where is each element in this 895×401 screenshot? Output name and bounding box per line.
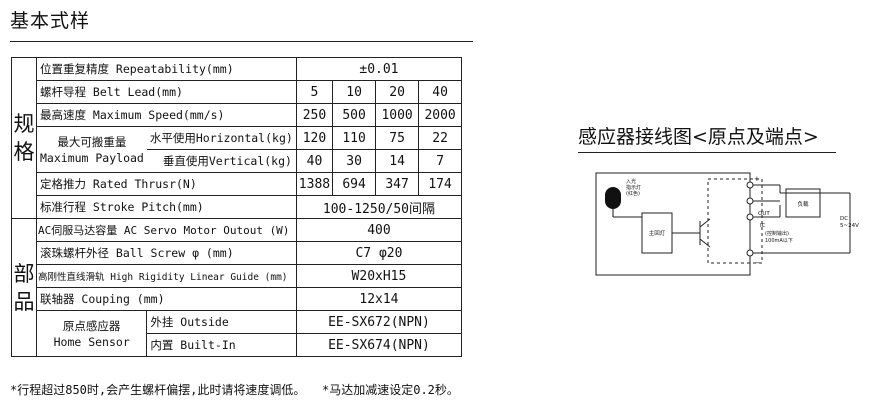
screw-value: C7 φ20 <box>295 241 463 265</box>
motor-value: 400 <box>295 218 463 242</box>
guide-value: W20xH15 <box>295 264 463 288</box>
note-stroke: *行程超过850时,会产生螺杆偏摆,此时请将速度调低。 <box>10 383 306 397</box>
out-label: OUT <box>758 211 770 217</box>
thrust-value: 347 <box>375 172 420 196</box>
table-row: 规 格 位置重复精度 Repeatability(mm) ±0.01 <box>11 57 463 219</box>
page-title: 基本式样 <box>10 10 91 32</box>
table-row: 高刚性直线滑轨 High Rigidity Linear Guide (mm) … <box>12 264 463 288</box>
main-circuit-label: 主回灯 <box>649 229 666 237</box>
repeatability-value: ±0.01 <box>295 57 463 81</box>
terminals <box>746 181 754 257</box>
horizontal-value: 110 <box>332 126 377 150</box>
load-box <box>785 188 821 218</box>
vertical-value: 30 <box>332 149 377 173</box>
speed-value: 500 <box>332 103 377 127</box>
table-row: 定格推力 Rated Thrusr(N) 1388 694 347 174 <box>12 172 463 196</box>
stroke-value: 100-1250/50间隔 <box>295 195 463 219</box>
load-label: 负载 <box>797 200 809 208</box>
control-output-label: (控制输出)100mA以下 <box>765 230 793 244</box>
table-row: 联轴器 Couping (mm) 12x14 <box>12 287 463 311</box>
outside-value: EE-SX672(NPN) <box>295 310 463 334</box>
outside-label: 外挂 Outside <box>146 310 297 334</box>
table-row: 最大可搬重量 Maximum Payload 水平使用Horizontal(kg… <box>12 126 463 173</box>
dashed-frame <box>707 178 763 264</box>
speed-value: 250 <box>295 103 334 127</box>
vertical-value: 7 <box>418 149 463 173</box>
builtin-value: EE-SX674(NPN) <box>295 333 463 357</box>
table-row: 滚珠螺杆外径 Ball Screw φ (mm) C7 φ20 <box>12 241 463 265</box>
table-row: 标准行程 Stroke Pitch(mm) 100-1250/50间隔 <box>12 195 463 219</box>
horizontal-label: 水平使用Horizontal(kg) <box>146 126 297 150</box>
motor-label: AC伺服马达容量 AC Servo Motor Outout (W) <box>36 218 297 242</box>
horizontal-value: 75 <box>375 126 420 150</box>
lead-value: 5 <box>295 80 334 104</box>
lead-label: 螺杆导程 Belt Lead(mm) <box>36 80 297 104</box>
coupling-value: 12x14 <box>295 287 463 311</box>
horizontal-value: 22 <box>418 126 463 150</box>
wiring-title: 感应器接线图<原点及端点> <box>578 126 819 148</box>
speed-label: 最高速度 Maximum Speed(mm/s) <box>36 103 297 127</box>
ic-label: IC <box>760 223 766 229</box>
category-spec: 规 格 <box>11 57 37 219</box>
thrust-label: 定格推力 Rated Thrusr(N) <box>36 172 297 196</box>
note-accel: *马达加减速设定0.2秒。 <box>322 383 459 397</box>
table-row: 部 品 AC伺服马达容量 AC Servo Motor Outout (W) 4… <box>11 218 463 357</box>
vertical-value: 40 <box>295 149 334 173</box>
table-row: 最高速度 Maximum Speed(mm/s) 250 500 1000 20… <box>12 103 463 127</box>
spec-table: 规 格 位置重复精度 Repeatability(mm) ±0.01 螺杆导程 … <box>11 57 463 357</box>
vertical-label: 垂直使用Vertical(kg) <box>146 149 297 173</box>
plus-mark: + <box>754 175 760 183</box>
thrust-value: 174 <box>418 172 463 196</box>
wires <box>613 184 851 254</box>
horizontal-value: 120 <box>295 126 334 150</box>
sensor-frame <box>595 172 751 276</box>
thrust-value: 694 <box>332 172 377 196</box>
wiring-diagram: 入光指示灯(红色) 主回灯 负载 OUT IC (控制输出)100mA以下 DC… <box>595 172 859 276</box>
coupling-label: 联轴器 Couping (mm) <box>36 287 297 311</box>
indicator-lamp <box>605 187 621 217</box>
lead-value: 40 <box>418 80 463 104</box>
repeatability-label: 位置重复精度 Repeatability(mm) <box>36 57 297 81</box>
speed-value: 2000 <box>418 103 463 127</box>
guide-label: 高刚性直线滑轨 High Rigidity Linear Guide (mm) <box>36 264 297 288</box>
table-row: 原点感应器 Home Sensor 外挂 Outside EE-SX672(NP… <box>12 310 463 357</box>
home-sensor-label: 原点感应器 Home Sensor <box>35 310 148 357</box>
lead-value: 10 <box>332 80 377 104</box>
payload-label: 最大可搬重量 Maximum Payload <box>35 126 147 173</box>
table-row: 螺杆导程 Belt Lead(mm) 5 10 20 40 <box>12 80 463 104</box>
minus-mark: − <box>754 259 760 267</box>
vertical-value: 14 <box>375 149 420 173</box>
wiring-title-divider <box>578 152 836 153</box>
table-row: 内置 Built-In EE-SX674(NPN) <box>12 333 463 357</box>
speed-value: 1000 <box>375 103 420 127</box>
stroke-label: 标准行程 Stroke Pitch(mm) <box>36 195 297 219</box>
lamp-label: 入光指示灯(红色) <box>626 178 641 197</box>
transistor <box>672 218 711 248</box>
screw-label: 滚珠螺杆外径 Ball Screw φ (mm) <box>36 241 297 265</box>
title-divider <box>10 41 473 42</box>
category-parts: 部 品 <box>11 218 37 357</box>
lead-value: 20 <box>375 80 420 104</box>
thrust-value: 1388 <box>295 172 334 196</box>
builtin-label: 内置 Built-In <box>146 333 297 357</box>
